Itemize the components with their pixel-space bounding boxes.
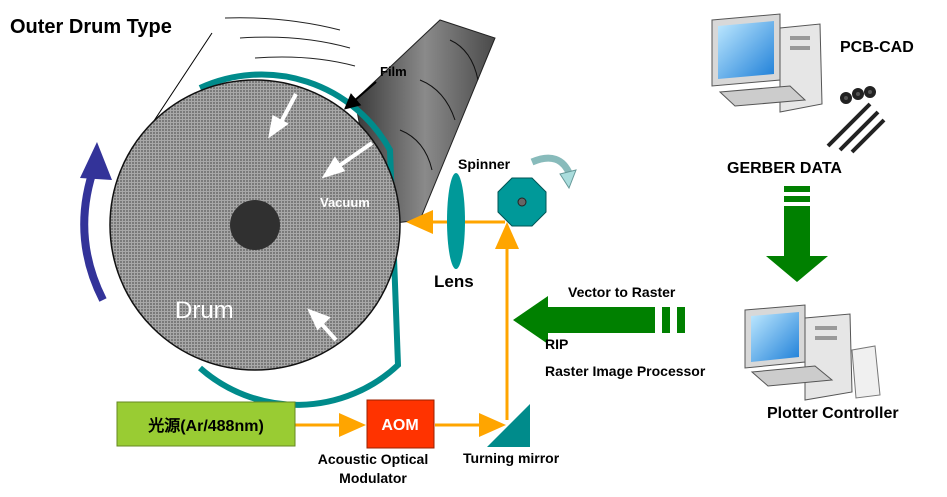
spinner-rotate-icon (530, 154, 577, 190)
drum (109, 71, 402, 408)
gerber-data-label: GERBER DATA (727, 160, 842, 177)
vector-to-raster-label: Vector to Raster (568, 284, 676, 300)
laser-beam (295, 210, 519, 437)
rip-label: RIP (545, 336, 568, 352)
film-pointer (343, 81, 377, 110)
motion-lines (224, 17, 356, 67)
rip-full-label: Raster Image Processor (545, 363, 706, 379)
turning-mirror-label: Turning mirror (463, 450, 560, 466)
spinner (497, 177, 547, 227)
light-source-box (116, 401, 296, 447)
drum-label: Drum (175, 297, 234, 324)
aom-label: AOM (381, 417, 418, 434)
vacuum-arrows (268, 93, 374, 342)
vacuum-label: Vacuum (320, 195, 370, 210)
film-label: Film (380, 64, 407, 79)
lens-shape (447, 173, 465, 269)
light-source-label: 光源(Ar/488nm) (147, 416, 264, 435)
rotation-arrow (80, 142, 112, 302)
aom-box (366, 399, 435, 449)
aom-desc-line1: Acoustic Optical (318, 451, 428, 467)
lens-label: Lens (434, 272, 474, 291)
rip-arrow (513, 296, 685, 344)
computer-icon (711, 13, 823, 113)
aom-desc-line2: Modulator (339, 470, 407, 486)
gerber-pcb-icon (826, 86, 886, 154)
drum-hub (230, 200, 280, 250)
spinner-label: Spinner (458, 156, 511, 172)
gerber-down-arrow (766, 186, 828, 282)
pcb-cad-label: PCB-CAD (840, 39, 914, 56)
turning-mirror-shape (487, 404, 530, 447)
diagram-title: Outer Drum Type (10, 16, 172, 38)
plotter-computer-icon (744, 304, 881, 401)
plotter-controller-label: Plotter Controller (767, 405, 899, 422)
film-curl-lines (399, 39, 479, 171)
